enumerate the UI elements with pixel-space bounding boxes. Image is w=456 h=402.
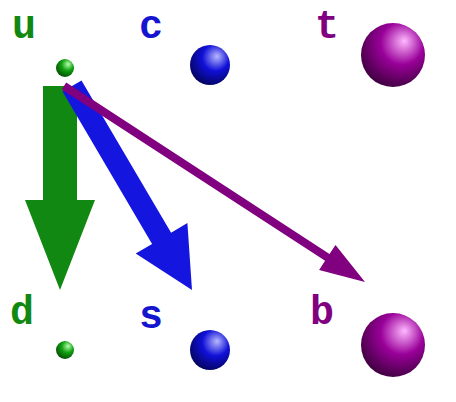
sphere-shape [361,23,425,87]
sphere-shape [361,313,425,377]
sphere-shape [190,330,230,370]
quark-label: d [10,294,34,334]
quark-label: t [315,8,339,48]
quark-node: t [305,6,430,96]
quark-label: c [139,8,163,48]
sphere-shape [56,341,74,359]
quark-label: b [310,294,334,334]
quark-node: b [305,282,430,382]
quark-node: c [135,6,235,91]
quark-node: s [135,290,235,375]
sphere-shape [190,45,230,85]
quark-node: d [8,290,78,365]
transition-arrow [63,80,193,290]
quark-label: s [139,298,163,338]
quark-node: u [8,6,78,86]
quark-label: u [12,8,36,48]
transition-arrow [62,83,365,282]
sphere-shape [56,59,74,77]
